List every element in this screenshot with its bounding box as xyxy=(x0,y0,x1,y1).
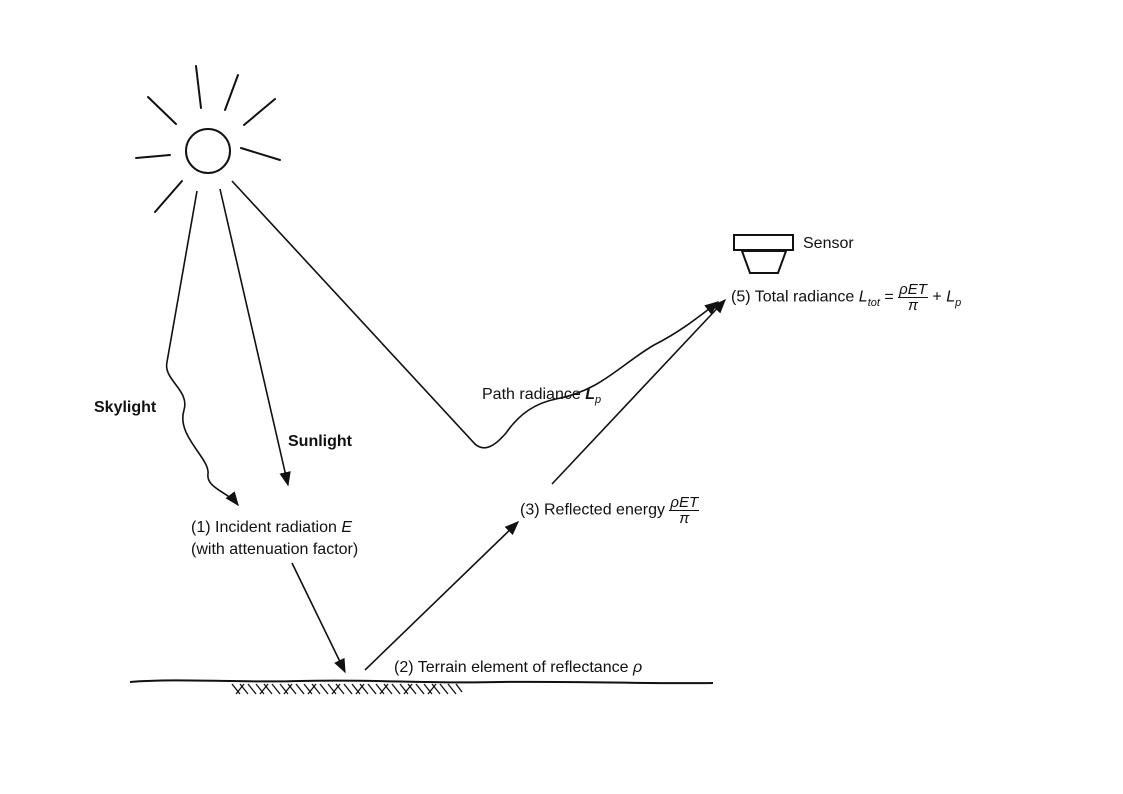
total-lp-symbol: L xyxy=(946,288,956,306)
total-fraction: ρET π xyxy=(898,282,928,313)
path-radiance-symbol: L xyxy=(585,386,595,403)
total-frac-num: ρET xyxy=(898,281,928,298)
sun-icon xyxy=(135,65,281,213)
total-plus: + xyxy=(932,288,942,306)
total-radiance-label: (5) Total radiance Ltot = ρET π + Lp xyxy=(731,282,961,313)
path-radiance-text: Path radiance xyxy=(482,386,581,403)
total-sub: tot xyxy=(867,296,880,309)
total-equals: = xyxy=(884,288,894,306)
path-radiance-label: Path radiance Lp xyxy=(482,385,601,410)
skylight-ray xyxy=(165,190,239,507)
sunlight-label: Sunlight xyxy=(288,433,352,450)
incident-line2: (with attenuation factor) xyxy=(191,541,359,558)
total-frac-den: π xyxy=(908,297,919,314)
reflected-fraction: ρET π xyxy=(669,494,700,527)
incident-line1: (1) Incident radiation xyxy=(191,519,337,536)
incident-label: (1) Incident radiation E xyxy=(191,518,352,537)
reflected-ray xyxy=(364,520,520,671)
skylight-label: Skylight xyxy=(94,399,157,416)
reflected-label: (3) Reflected energy ρET π xyxy=(520,494,700,527)
sensor-label: Sensor xyxy=(803,235,854,252)
path-radiance-ray xyxy=(231,180,720,449)
path-radiance-sub: p xyxy=(594,394,602,407)
reflected-frac-num: ρET xyxy=(669,494,700,511)
terrain-label: (2) Terrain element of reflectance ρ xyxy=(394,658,642,677)
sunlight-ray xyxy=(219,188,291,487)
reflected-to-sensor-ray xyxy=(551,298,726,485)
total-text: (5) Total radiance xyxy=(731,288,855,306)
total-lp-sub: p xyxy=(955,296,962,309)
total-symbol: L xyxy=(858,288,868,306)
terrain-text: (2) Terrain element of reflectance xyxy=(394,659,629,676)
incident-symbol: E xyxy=(341,519,352,536)
ground-line xyxy=(129,679,714,685)
reflected-frac-den: π xyxy=(679,510,690,527)
ground-hatching xyxy=(231,683,463,695)
reflected-text: (3) Reflected energy xyxy=(520,501,665,519)
terrain-symbol: ρ xyxy=(632,659,643,676)
sensor-icon xyxy=(733,234,794,274)
incident-ray xyxy=(291,562,346,674)
